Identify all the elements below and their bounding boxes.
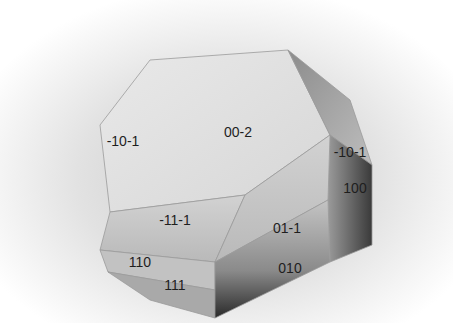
face-index-label: -10-1 [107, 134, 140, 148]
face-index-label: 110 [129, 255, 151, 269]
face-index-label: 01-1 [273, 221, 301, 235]
face-index-label: -10-1 [334, 145, 367, 159]
face-index-label: 100 [343, 181, 366, 195]
face-index-label: -11-1 [159, 213, 191, 227]
crystal-face [328, 135, 372, 262]
face-index-label: 00-2 [224, 125, 252, 139]
face-index-label: 111 [164, 278, 185, 292]
face-index-label: 010 [278, 261, 301, 275]
crystal-face [215, 200, 330, 318]
crystal-face [108, 272, 215, 318]
